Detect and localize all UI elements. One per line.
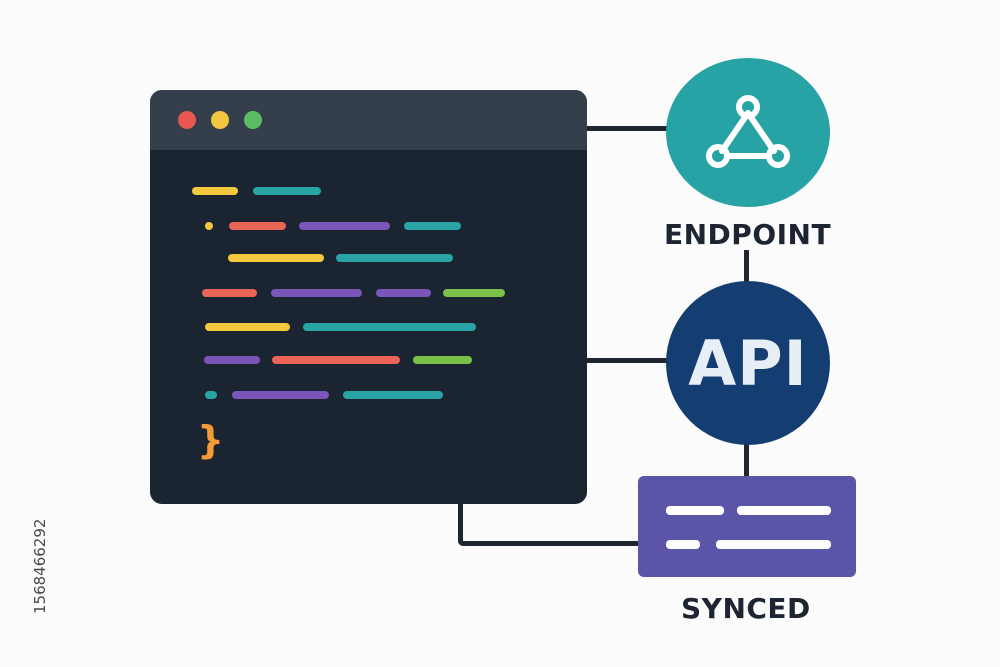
api-label: API	[688, 326, 808, 400]
editor-titlebar	[150, 90, 587, 150]
code-token	[303, 323, 476, 331]
code-token	[272, 356, 400, 364]
window-maximize-dot[interactable]	[244, 111, 262, 129]
synced-panel[interactable]	[638, 476, 856, 577]
code-token	[443, 289, 505, 297]
window-minimize-dot[interactable]	[211, 111, 229, 129]
graph-node-icon	[706, 94, 790, 168]
connector-editor-api	[587, 358, 669, 363]
code-token	[404, 222, 461, 230]
code-token	[205, 391, 217, 399]
window-close-dot[interactable]	[178, 111, 196, 129]
code-token	[253, 187, 321, 195]
panel-line	[737, 506, 831, 515]
connector-api-synced	[744, 442, 749, 478]
code-token	[336, 254, 453, 262]
code-token	[205, 323, 290, 331]
endpoint-label: ENDPOINT	[664, 218, 832, 251]
synced-label: SYNCED	[681, 592, 811, 625]
code-token	[205, 222, 213, 230]
code-token	[192, 187, 238, 195]
code-token	[232, 391, 329, 399]
panel-line	[666, 540, 700, 549]
api-node[interactable]: API	[666, 281, 830, 445]
panel-line	[666, 506, 724, 515]
endpoint-node[interactable]	[666, 58, 830, 207]
code-token	[202, 289, 257, 297]
code-token	[204, 356, 260, 364]
code-token	[413, 356, 472, 364]
connector-editor-endpoint	[587, 126, 669, 131]
connector-endpoint-api	[744, 250, 749, 286]
code-token	[376, 289, 431, 297]
closing-brace-icon: }	[197, 418, 225, 462]
code-token	[299, 222, 390, 230]
panel-line	[716, 540, 831, 549]
watermark-id: 1568466292	[31, 518, 49, 614]
code-editor-window	[150, 90, 587, 504]
code-token	[271, 289, 362, 297]
connector-editor-synced-vertical	[458, 504, 463, 541]
code-token	[229, 222, 286, 230]
connector-editor-synced-horizontal	[458, 541, 640, 546]
code-token	[343, 391, 443, 399]
code-token	[228, 254, 324, 262]
